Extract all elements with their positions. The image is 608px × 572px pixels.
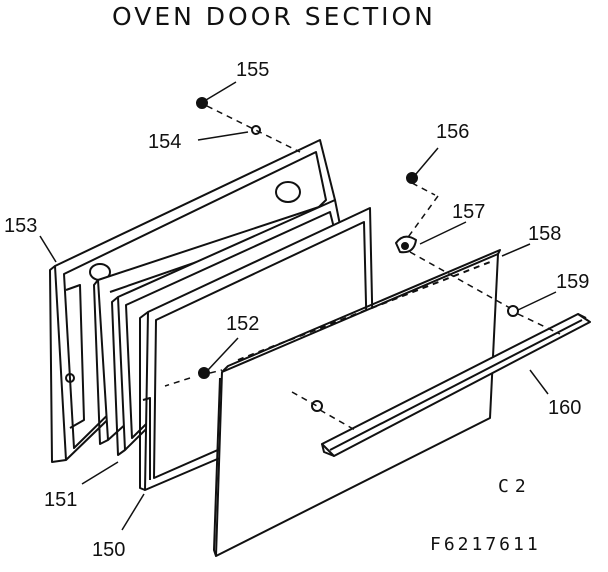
label-160: 160 [548,397,581,419]
view-code: C2 [498,476,532,497]
label-153: 153 [4,215,37,237]
label-158: 158 [528,223,561,245]
diagram-title: OVEN DOOR SECTION [112,2,436,31]
label-159: 159 [556,271,589,293]
outer-panel-158 [213,249,501,557]
handle-trim-160 [321,313,591,457]
label-156: 156 [436,121,469,143]
assembly-lines [164,105,561,431]
washer-154 [251,125,261,135]
label-155: 155 [236,59,269,81]
screw-156 [406,172,418,184]
label-152: 152 [226,313,259,335]
label-150: 150 [92,539,125,561]
screw-152 [198,367,210,379]
label-151: 151 [44,489,77,511]
leader-lines [39,81,557,531]
panel-screw [311,400,323,412]
screw-155 [196,97,208,109]
figure-code: F6217611 [430,534,541,555]
label-157: 157 [452,201,485,223]
screw-159 [507,305,519,317]
clip-157 [395,235,417,254]
label-154: 154 [148,131,181,153]
